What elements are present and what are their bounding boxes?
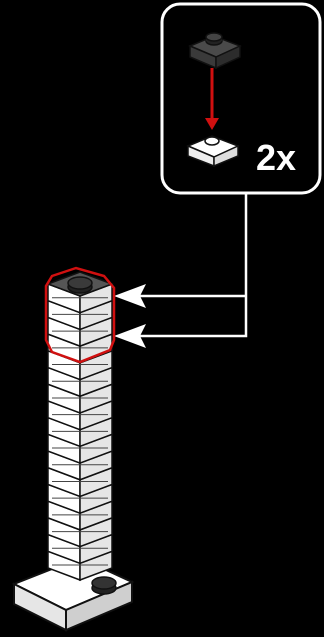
top-stud-top	[67, 276, 93, 290]
white-plate-part	[186, 135, 240, 168]
placement-arrow	[205, 68, 219, 130]
pointer-arrow-lower	[114, 324, 146, 348]
tower-assembly	[11, 271, 135, 632]
callout-connector	[140, 193, 248, 338]
base-stud-top	[91, 576, 117, 590]
callout-panel: 2x	[160, 2, 322, 195]
quantity-label: 2x	[256, 137, 296, 178]
callout-border	[160, 2, 322, 195]
highlight-outline	[44, 266, 116, 364]
dark-plate-part	[188, 32, 242, 70]
pointer-arrow-upper	[114, 284, 146, 308]
